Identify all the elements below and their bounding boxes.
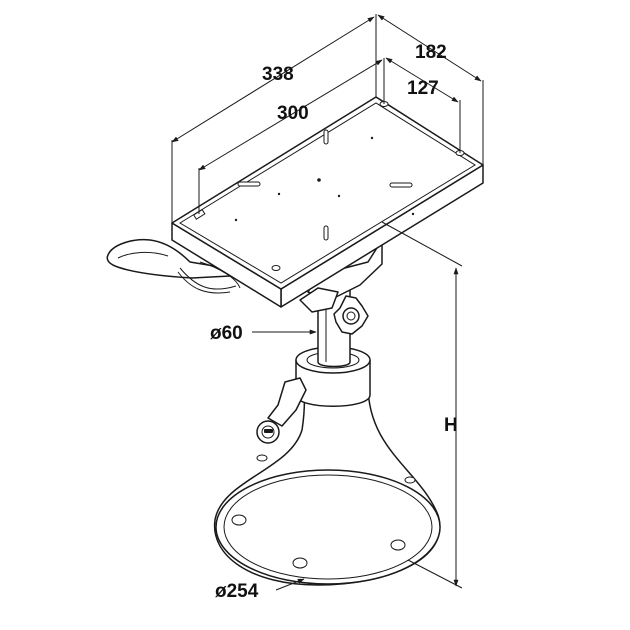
base-mount-hole: [292, 557, 308, 569]
dim-127-label: 127: [407, 78, 439, 99]
dim-127-line: [385, 57, 459, 103]
dim-254-label: ø254: [215, 581, 259, 602]
dimension-labels: 338 300 182 127 ø60 ø254 H: [210, 42, 458, 602]
plate-slot: [323, 225, 329, 241]
swivel-lock-knob: [333, 295, 369, 335]
dimension-lines: [171, 14, 484, 591]
dim-182-line: [377, 14, 482, 82]
seat-mount-plate: [171, 96, 484, 308]
base-disc: [215, 469, 441, 585]
base-mount-hole: [256, 454, 268, 462]
height-lock-lever: [256, 377, 307, 444]
dim-254-leader: [275, 578, 305, 591]
dim-60-label: ø60: [210, 323, 243, 344]
plate-hole: [271, 265, 281, 271]
plate-slot: [389, 182, 413, 188]
plate-slot: [193, 208, 206, 220]
dim-300-label: 300: [277, 103, 309, 124]
plate-slot: [237, 181, 261, 187]
base-mount-hole: [404, 476, 416, 484]
base-mount-hole: [390, 539, 406, 551]
dim-338-label: 338: [262, 64, 294, 85]
pedestal-base: [213, 384, 441, 586]
dim-182-label: 182: [415, 42, 447, 63]
plate-slot: [323, 129, 329, 145]
dim-300-line: [198, 59, 383, 171]
dim-h-label: H: [444, 415, 458, 436]
base-mount-hole: [231, 514, 247, 526]
